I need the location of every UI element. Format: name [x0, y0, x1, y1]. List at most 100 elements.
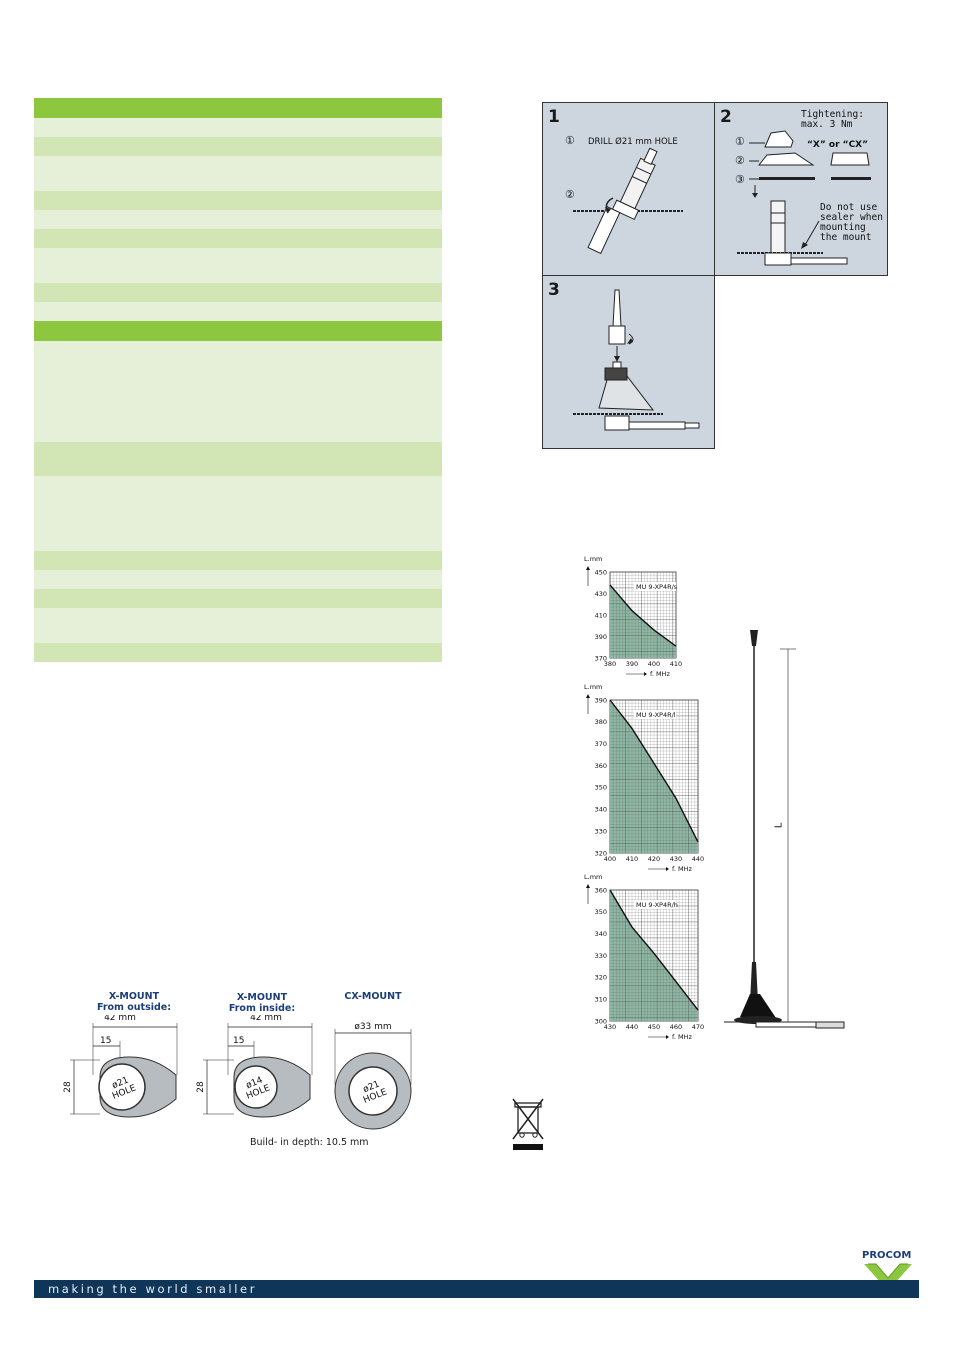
x-tick-label: 440 [692, 855, 704, 863]
install-step-3-panel: 3 [542, 275, 715, 449]
sealer-note-line: Do not use [820, 202, 878, 213]
table-row [34, 476, 442, 551]
y-tick-label: 330 [595, 952, 607, 960]
mount-title: X-MOUNT [108, 991, 160, 1002]
y-tick-label: 450 [595, 568, 607, 576]
chart-title-box [634, 900, 676, 909]
y-tick-label: 340 [595, 806, 607, 814]
y-tick-label: 330 [595, 827, 607, 835]
svg-text:42 mm: 42 mm [104, 1015, 136, 1023]
x-outside-width: 42 mm [104, 1015, 136, 1023]
whip-attach-illustration [573, 289, 700, 431]
y-tick-label: 410 [595, 611, 607, 619]
chart-title: MU 9-XP4R/l [636, 711, 676, 719]
x-tick-label: 450 [648, 1023, 660, 1031]
x-outside-height: 28 [63, 1081, 73, 1093]
y-axis-arrowhead [586, 694, 590, 698]
y-tick-label: 300 [595, 1017, 607, 1025]
x-axis-label: f. MHz [672, 865, 692, 873]
table-row [34, 442, 442, 476]
y-tick-label: 360 [595, 762, 607, 770]
mount-title: From outside: [96, 1002, 172, 1013]
y-tick-label: 310 [595, 995, 607, 1003]
y-tick-label: 430 [595, 590, 607, 598]
series-line [609, 699, 699, 843]
table-row [34, 229, 442, 248]
x-axis-label: f. MHz [672, 1033, 692, 1041]
table-row [34, 248, 442, 283]
y-tick-label: 390 [595, 696, 607, 704]
x-tick-label: 410 [670, 660, 682, 668]
y-axis-arrowhead [586, 566, 590, 570]
build-in-depth-note: Build- in depth: 10.5 mm [250, 1137, 369, 1148]
x-tick-label: 400 [648, 660, 660, 668]
mount-drawings: 42 mm 15 28 ø21 HOLE 42 mm 15 28 ø14 HOL… [63, 1015, 412, 1130]
x-axis-arrowhead [666, 867, 669, 871]
series-line [609, 584, 677, 647]
x-tick-label: 420 [648, 855, 660, 863]
y-axis-label: L.mm [584, 683, 602, 691]
tightening-note-line: Tightening: [801, 109, 864, 120]
y-axis-label: L.mm [584, 555, 602, 563]
y-axis-label: L.mm [584, 873, 602, 881]
table-row [34, 643, 442, 662]
antenna-illustration [724, 630, 845, 1029]
chart-title: MU 9-XP4R/h [636, 901, 678, 909]
x-outside-offset: 15 [100, 1036, 111, 1046]
y-tick-label: 380 [595, 718, 607, 726]
chart-title: MU 9-XP4R/s [636, 583, 678, 591]
y-tick-label: 370 [595, 654, 607, 662]
x-tick-label: 470 [692, 1023, 704, 1031]
y-tick-label: 350 [595, 908, 607, 916]
table-row [34, 551, 442, 570]
table-row [34, 608, 442, 643]
sealer-note-line: mounting [820, 222, 866, 233]
step-marker: ① [735, 135, 745, 148]
step-marker: ② [735, 154, 745, 167]
area-under-curve [610, 584, 676, 658]
table-row [34, 589, 442, 608]
table-row [34, 283, 442, 302]
y-tick-label: 320 [595, 974, 607, 982]
sealer-note-line: the mount [820, 232, 872, 243]
step-marker: ② [565, 188, 575, 201]
table-row [34, 191, 442, 210]
x-inside-offset: 15 [233, 1036, 244, 1046]
mount-title: From inside: [228, 1003, 296, 1014]
tightening-note-line: max. 3 Nm [801, 119, 853, 130]
chart-title-box [634, 582, 676, 591]
step-marker: ③ [735, 173, 745, 186]
table-section-header [34, 321, 442, 341]
step-marker: ① [565, 134, 575, 147]
mount-assembly-illustration [737, 130, 871, 266]
x-tick-label: 390 [626, 660, 638, 668]
x-tick-label: 400 [604, 855, 616, 863]
y-tick-label: 320 [595, 849, 607, 857]
x-inside-height: 28 [196, 1081, 206, 1093]
y-tick-label: 390 [595, 633, 607, 641]
x-or-cx-label: “X” or “CX” [807, 140, 869, 150]
y-tick-label: 340 [595, 930, 607, 938]
x-tick-label: 380 [604, 660, 616, 668]
table-row [34, 302, 442, 321]
drill-hole-label: DRILL Ø21 mm HOLE [588, 137, 678, 147]
x-tick-label: 460 [670, 1023, 682, 1031]
step-number: 3 [548, 280, 560, 300]
table-row [34, 341, 442, 442]
x-inside-width: 42 mm [250, 1015, 282, 1023]
spec-table [34, 98, 442, 662]
antenna-length-label: L [773, 822, 785, 829]
sealer-note-line: sealer when [820, 212, 883, 223]
x-axis-arrowhead [644, 672, 647, 676]
x-axis-arrowhead [666, 1035, 669, 1039]
step-number: 1 [548, 107, 560, 127]
table-row [34, 210, 442, 229]
table-row [34, 137, 442, 156]
crossed-out-wheelie-bin-icon [512, 1098, 544, 1150]
y-tick-label: 360 [595, 886, 607, 894]
mount-title: X-MOUNT [236, 992, 288, 1003]
